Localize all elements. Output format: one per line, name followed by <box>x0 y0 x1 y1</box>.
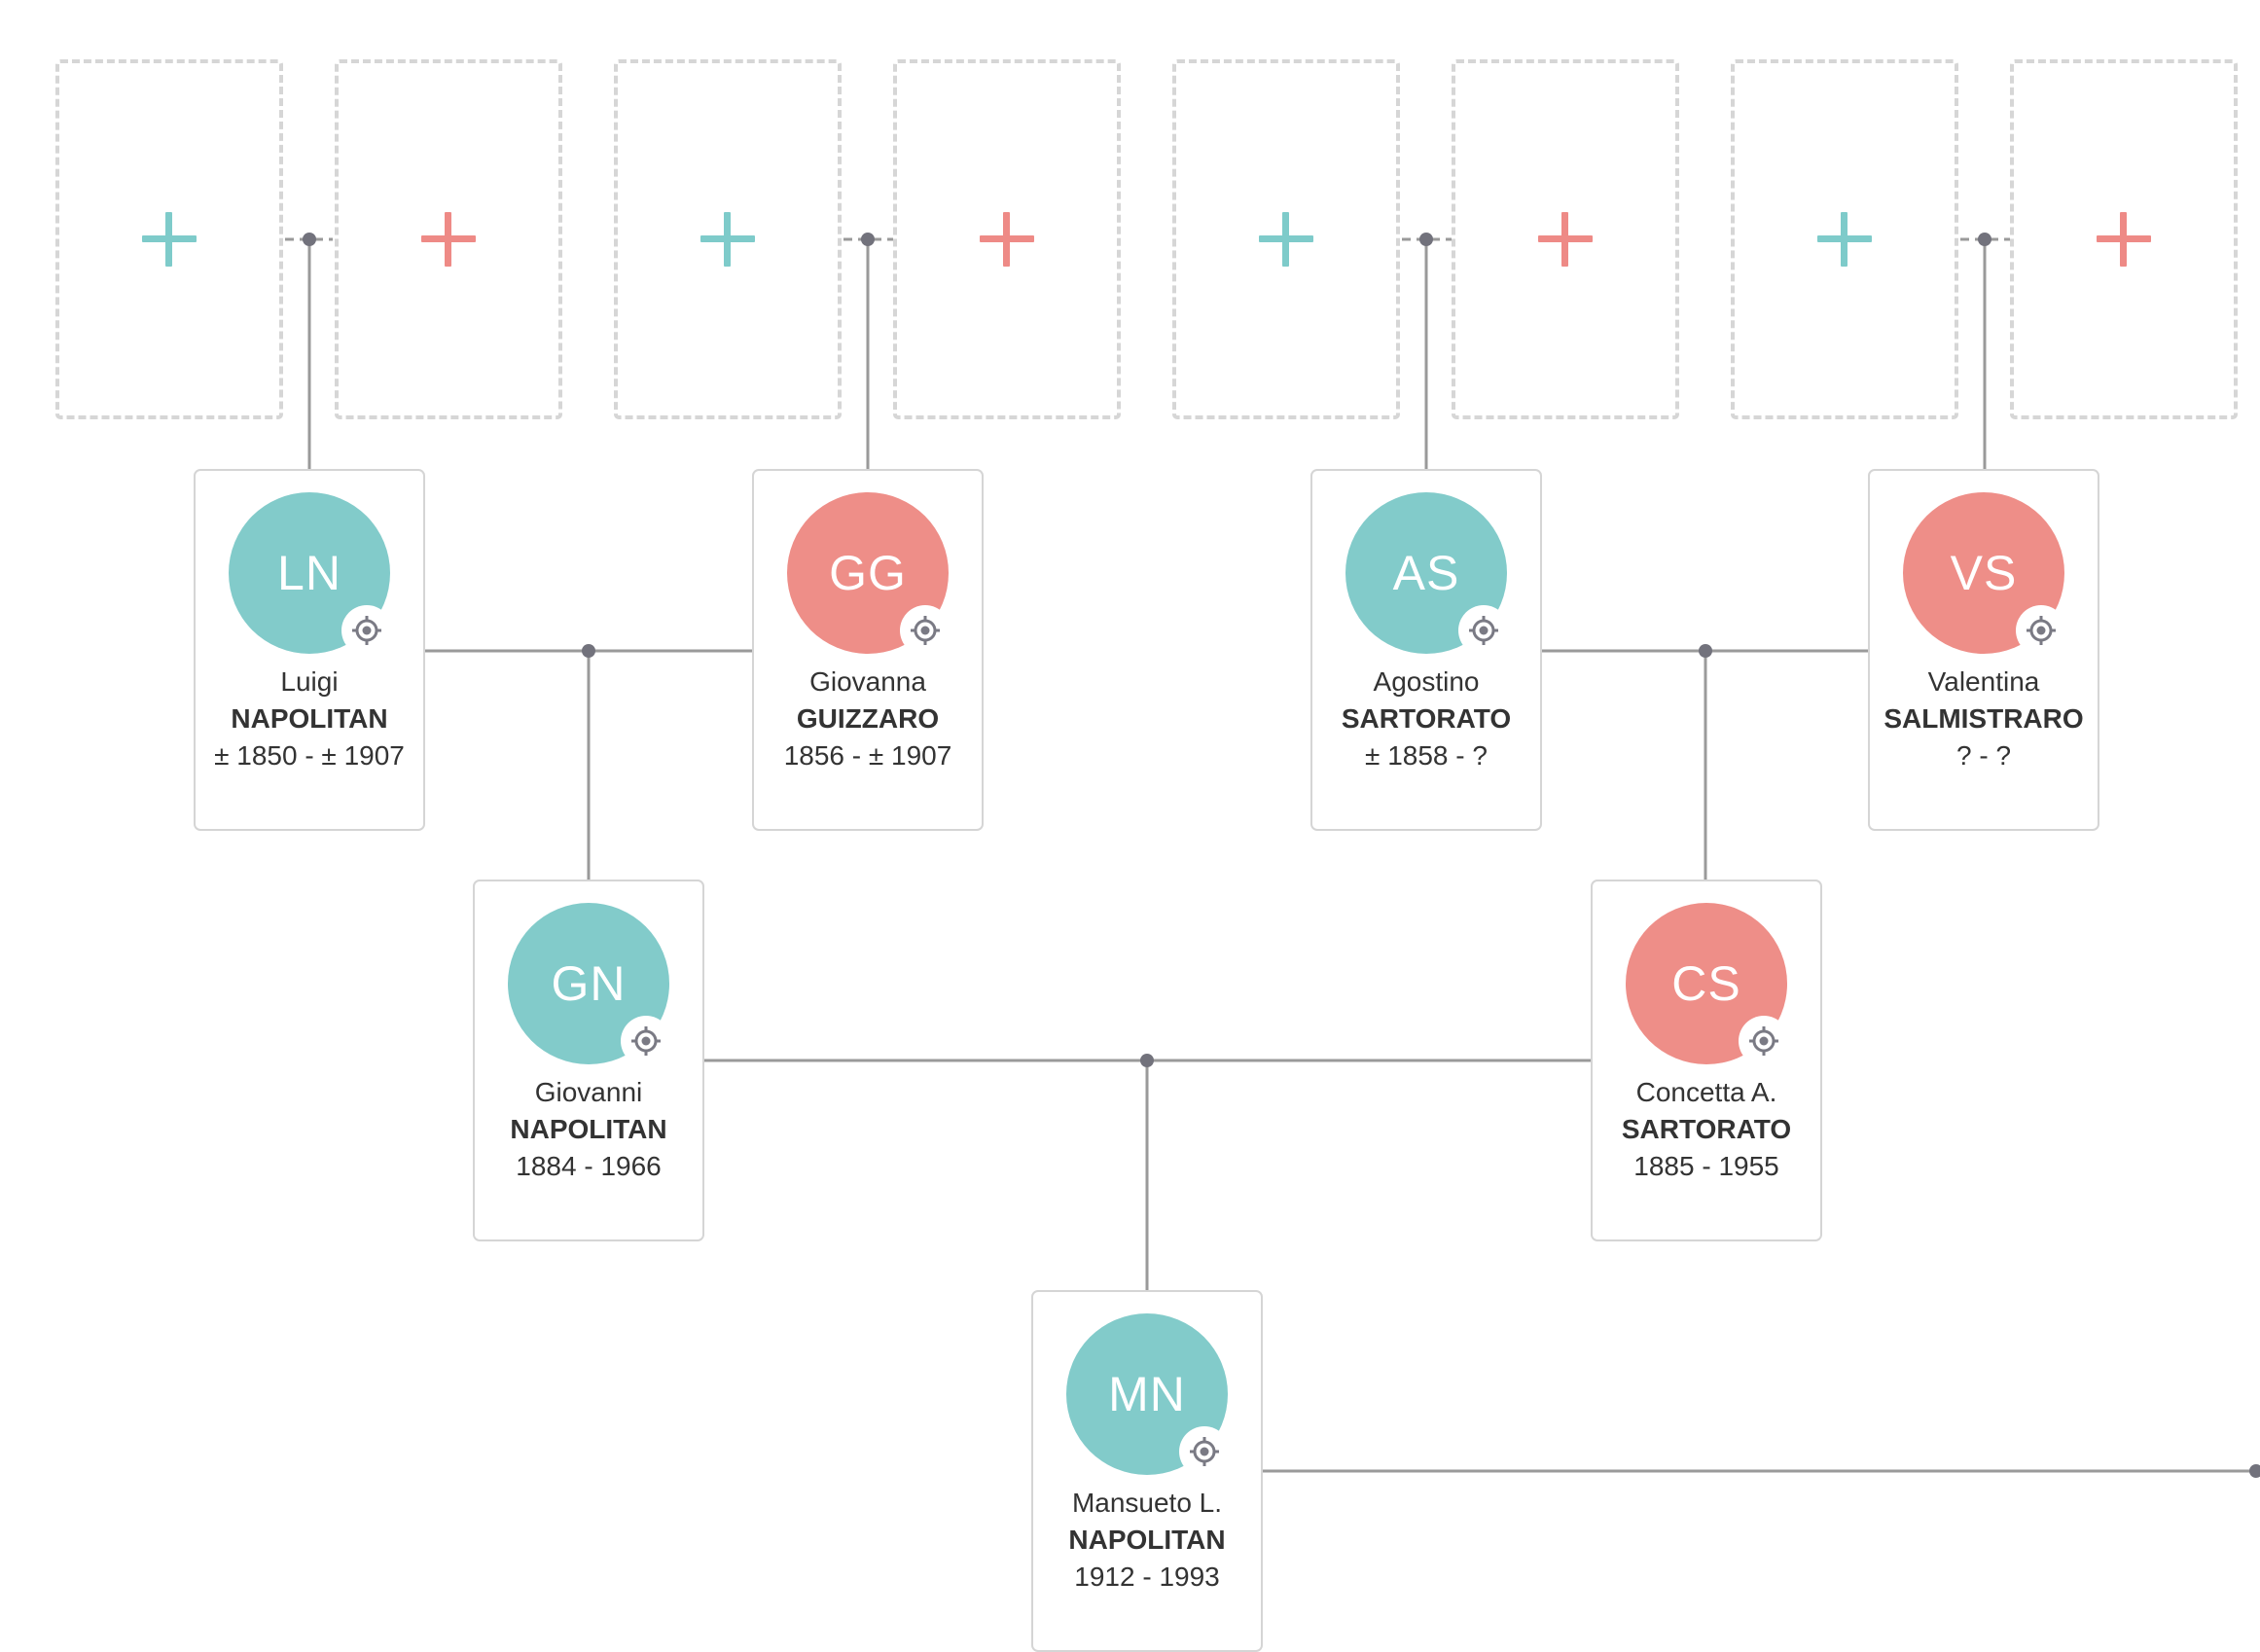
given-name: Giovanna <box>809 666 926 697</box>
person-card-agostino[interactable]: AS Agostino SARTORATO ± 1858 - ? <box>1310 469 1542 831</box>
add-mother-luigi-slot[interactable] <box>335 59 562 419</box>
life-dates: ? - ? <box>1955 740 2012 771</box>
surname: NAPOLITAN <box>510 1114 667 1144</box>
add-father-valentina-slot[interactable] <box>1731 59 1958 419</box>
plus-icon <box>421 212 476 267</box>
person-card-mansueto[interactable]: MN Mansueto L. NAPOLITAN 1912 - 1993 <box>1031 1290 1263 1652</box>
surname: NAPOLITAN <box>231 703 388 734</box>
crosshair-icon[interactable] <box>1179 1426 1230 1477</box>
plus-icon <box>980 212 1034 267</box>
add-mother-giovanna-slot[interactable] <box>893 59 1121 419</box>
plus-icon <box>1538 212 1593 267</box>
add-father-giovanna-slot[interactable] <box>614 59 842 419</box>
life-dates: ± 1858 - ? <box>1365 740 1488 771</box>
given-name: Luigi <box>280 666 339 697</box>
union-dots <box>303 233 2260 1478</box>
surname: NAPOLITAN <box>1068 1525 1226 1555</box>
parent-links <box>307 239 2260 1473</box>
plus-icon <box>1817 212 1872 267</box>
person-card-concetta[interactable]: CS Concetta A. SARTORATO 1885 - 1955 <box>1591 880 1822 1241</box>
surname: SARTORATO <box>1621 1114 1792 1144</box>
surname: SALMISTRARO <box>1883 703 2084 734</box>
person-card-valentina[interactable]: VS Valentina SALMISTRARO ? - ? <box>1868 469 2099 831</box>
life-dates: 1884 - 1966 <box>516 1151 662 1181</box>
person-card-giovanna[interactable]: GG Giovanna GUIZZARO 1856 - ± 1907 <box>752 469 984 831</box>
person-card-luigi[interactable]: LN Luigi NAPOLITAN ± 1850 - ± 1907 <box>194 469 425 831</box>
plus-icon <box>700 212 755 267</box>
add-father-agostino-slot[interactable] <box>1172 59 1400 419</box>
plus-icon <box>1259 212 1313 267</box>
crosshair-icon[interactable] <box>1458 605 1509 656</box>
crosshair-icon[interactable] <box>621 1016 671 1066</box>
plus-icon <box>142 212 197 267</box>
life-dates: ± 1850 - ± 1907 <box>214 740 405 771</box>
add-mother-agostino-slot[interactable] <box>1452 59 1679 419</box>
plus-icon <box>2097 212 2151 267</box>
given-name: Agostino <box>1373 666 1480 697</box>
add-father-luigi-slot[interactable] <box>55 59 283 419</box>
crosshair-icon[interactable] <box>1739 1016 1789 1066</box>
surname: SARTORATO <box>1341 703 1512 734</box>
given-name: Concetta A. <box>1635 1077 1777 1107</box>
life-dates: 1912 - 1993 <box>1074 1562 1220 1592</box>
surname: GUIZZARO <box>796 703 940 734</box>
given-name: Mansueto L. <box>1071 1488 1223 1518</box>
life-dates: 1885 - 1955 <box>1633 1151 1779 1181</box>
crosshair-icon[interactable] <box>2016 605 2066 656</box>
given-name: Valentina <box>1927 666 2040 697</box>
add-mother-valentina-slot[interactable] <box>2010 59 2238 419</box>
crosshair-icon[interactable] <box>341 605 392 656</box>
life-dates: 1856 - ± 1907 <box>783 740 952 771</box>
crosshair-icon[interactable] <box>900 605 951 656</box>
given-name: Giovanni <box>534 1077 643 1107</box>
person-card-giovanni[interactable]: GN Giovanni NAPOLITAN 1884 - 1966 <box>473 880 704 1241</box>
